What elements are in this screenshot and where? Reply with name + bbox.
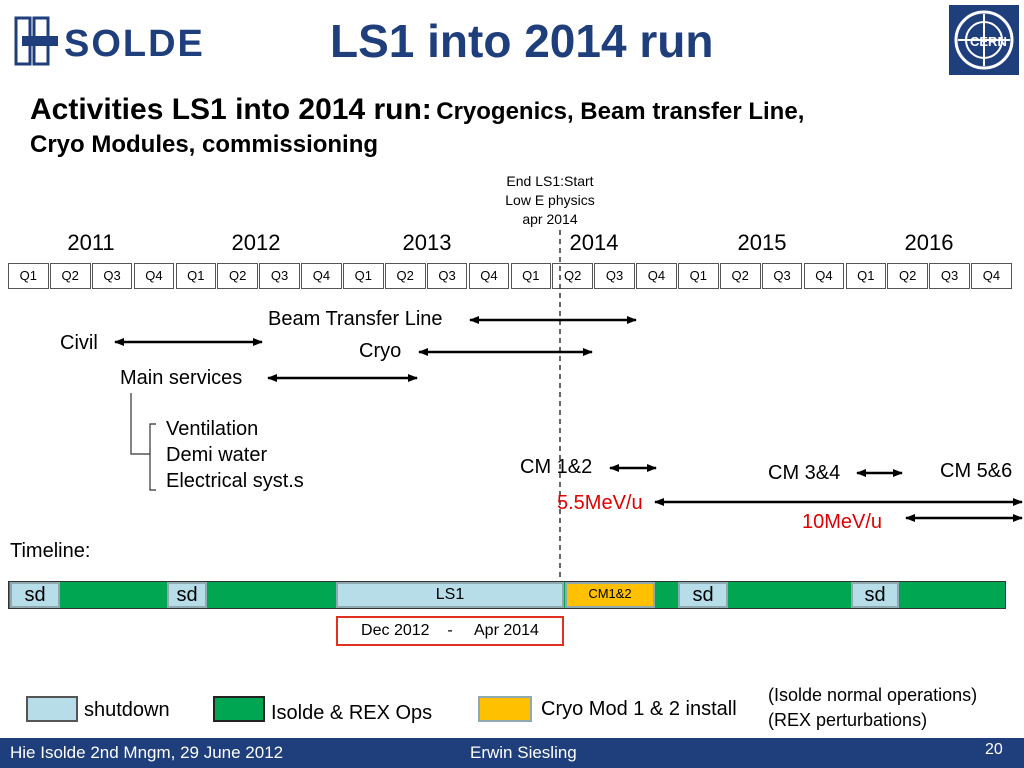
shutdown-segment: sd — [167, 582, 207, 608]
year-2011: 2011 — [67, 230, 115, 255]
shutdown-segment: sd — [10, 582, 60, 608]
label-10mev: 10MeV/u — [802, 511, 883, 533]
legend-ops-swatch — [213, 696, 265, 722]
slide-subtitle: Activities LS1 into 2014 run: Cryogenics… — [30, 94, 990, 159]
quarter-row: Q1 Q2 Q3 Q4 Q1 Q2 Q3 Q4 Q1 Q2 Q3 Q4 Q1 Q… — [8, 263, 1013, 289]
legend-cryo-swatch — [478, 696, 532, 722]
legend-ops-label: Isolde & REX Ops — [271, 702, 433, 724]
label-ventilation: Ventilation — [166, 418, 259, 440]
shutdown-segment: sd — [851, 582, 899, 608]
note-line3: apr 2014 — [522, 211, 578, 227]
legend-note-line2: (REX perturbations) — [768, 710, 928, 730]
ls1-period-box: Dec 2012 - Apr 2014 — [336, 616, 564, 646]
legend-shutdown-swatch — [26, 696, 78, 722]
legend-shutdown-label: shutdown — [84, 699, 170, 721]
svg-text:SOLDE: SOLDE — [64, 23, 205, 65]
year-2013: 2013 — [402, 230, 452, 255]
quarter-cell: Q2 — [887, 263, 929, 289]
quarter-cell: Q1 — [8, 263, 49, 289]
note-line1: End LS1:Start — [506, 173, 594, 189]
quarter-cell: Q4 — [636, 263, 677, 289]
label-cryo: Cryo — [359, 340, 402, 362]
quarter-cell: Q1 — [678, 263, 719, 289]
legend-cryo-label: Cryo Mod 1 & 2 install — [541, 698, 737, 720]
quarter-cell: Q2 — [217, 263, 259, 289]
cern-logo: CERN — [948, 4, 1020, 76]
quarter-cell: Q3 — [91, 263, 133, 289]
quarter-cell: Q2 — [49, 263, 91, 289]
label-electrical: Electrical syst.s — [166, 470, 304, 492]
shutdown-segment: sd — [678, 582, 728, 608]
quarter-cell: Q3 — [426, 263, 468, 289]
quarter-cell: Q3 — [929, 263, 970, 289]
label-cm56: CM 5&6 — [940, 460, 1013, 482]
year-2015: 2015 — [737, 230, 787, 255]
subtitle-rest: Cryogenics, Beam transfer Line, — [436, 98, 805, 125]
page-title: LS1 into 2014 run — [330, 15, 714, 67]
quarter-cell: Q1 — [510, 263, 552, 289]
quarter-cell: Q3 — [594, 263, 635, 289]
quarter-cell: Q2 — [384, 263, 426, 289]
isolde-logo: SOLDE — [14, 12, 210, 70]
legend-ops-note: (Isolde normal operations) (REX perturba… — [768, 683, 977, 733]
main-services-bracket — [130, 393, 150, 455]
label-beam-transfer: Beam Transfer Line — [268, 308, 443, 330]
quarter-cell: Q4 — [971, 263, 1012, 289]
svg-text:CERN: CERN — [970, 34, 1007, 49]
quarter-cell: Q3 — [761, 263, 803, 289]
year-2012: 2012 — [231, 230, 281, 255]
label-cm12: CM 1&2 — [520, 456, 593, 478]
sub-items-bracket — [149, 423, 156, 491]
timeline-label: Timeline: — [10, 540, 91, 562]
ls1-segment: LS1 — [336, 582, 564, 608]
cm12-install-segment: CM1&2 — [565, 582, 655, 608]
year-2014: 2014 — [569, 230, 619, 255]
footer-left-text: Hie Isolde 2nd Mngm, 29 June 2012 — [10, 743, 284, 762]
quarter-cell: Q2 — [552, 263, 594, 289]
quarter-cell: Q4 — [133, 263, 175, 289]
subtitle-bold: Activities LS1 into 2014 run: — [30, 93, 432, 126]
legend-note-line1: (Isolde normal operations) — [768, 685, 978, 705]
label-civil: Civil — [60, 332, 98, 354]
quarter-cell: Q4 — [468, 263, 510, 289]
quarter-cell: Q1 — [343, 263, 384, 289]
label-main-services: Main services — [120, 367, 243, 389]
year-2016: 2016 — [904, 230, 954, 255]
quarter-cell: Q4 — [301, 263, 342, 289]
quarter-cell: Q3 — [259, 263, 300, 289]
label-5-5mev: 5.5MeV/u — [557, 492, 643, 514]
end-ls1-note: End LS1:Start Low E physics apr 2014 — [480, 172, 620, 229]
note-line2: Low E physics — [505, 192, 595, 208]
label-cm34: CM 3&4 — [768, 462, 841, 484]
subtitle-line2: Cryo Modules, commissioning — [30, 131, 379, 158]
footer-author: Erwin Siesling — [470, 743, 577, 762]
page-number: 20 — [985, 741, 1003, 758]
footer-bar: Hie Isolde 2nd Mngm, 29 June 2012 Erwin … — [0, 738, 1024, 768]
quarter-cell: Q1 — [175, 263, 217, 289]
quarter-cell: Q2 — [719, 263, 761, 289]
quarter-cell: Q4 — [803, 263, 845, 289]
quarter-cell: Q1 — [845, 263, 887, 289]
label-demi-water: Demi water — [166, 444, 268, 466]
